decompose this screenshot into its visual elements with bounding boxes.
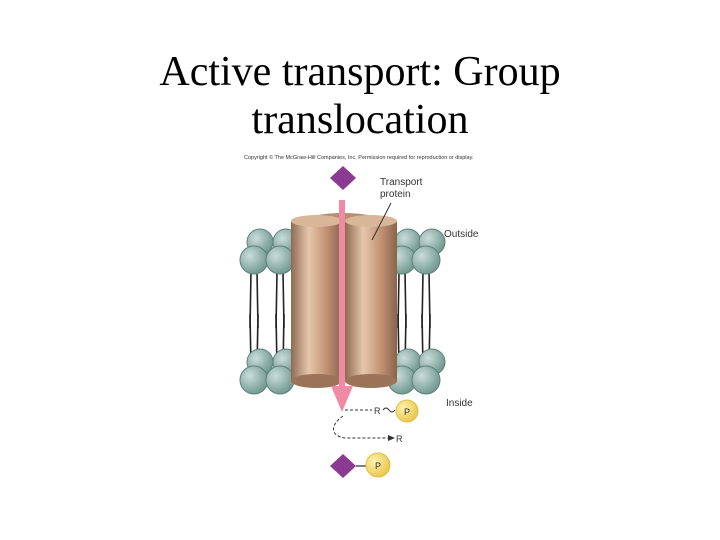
transport-protein <box>291 213 397 388</box>
r-group-label-bottom: R <box>396 434 403 444</box>
phospholipid-head <box>411 365 441 395</box>
transport-protein-pointer <box>371 202 392 241</box>
phosphate-group-bottom <box>365 452 391 478</box>
inside-label: Inside <box>446 398 473 409</box>
phospholipid-head <box>239 245 269 275</box>
phospholipid-head <box>239 365 269 395</box>
outside-label: Outside <box>444 229 479 240</box>
slide-title-line1: Active transport: Group <box>159 49 561 95</box>
phospholipid-head <box>265 245 295 275</box>
phosphate-label-bottom: P <box>375 461 381 471</box>
transport-protein-label-line2: protein <box>380 189 411 200</box>
substrate-diamond-outside <box>330 166 356 190</box>
substrate-diamond-inside <box>330 454 356 478</box>
phospholipid-bilayer-left <box>239 228 300 395</box>
phosphate-label-top: P <box>404 407 410 417</box>
r-group-label-top: R <box>374 406 381 416</box>
slide-title-line2: translocation <box>251 97 469 143</box>
phospholipid-head <box>411 245 441 275</box>
phosphorylation-pathway: R P R <box>333 399 419 444</box>
transport-arrow <box>331 200 353 412</box>
phospholipid-head <box>265 365 295 395</box>
phosphate-group-top <box>395 399 419 423</box>
transport-protein-label-line1: Transport <box>380 177 423 188</box>
copyright-notice: Copyright © The McGraw-Hill Companies, I… <box>244 154 474 161</box>
phosphorylated-substrate: P <box>330 452 391 478</box>
slide-title: Active transport: Group translocation <box>0 48 720 144</box>
